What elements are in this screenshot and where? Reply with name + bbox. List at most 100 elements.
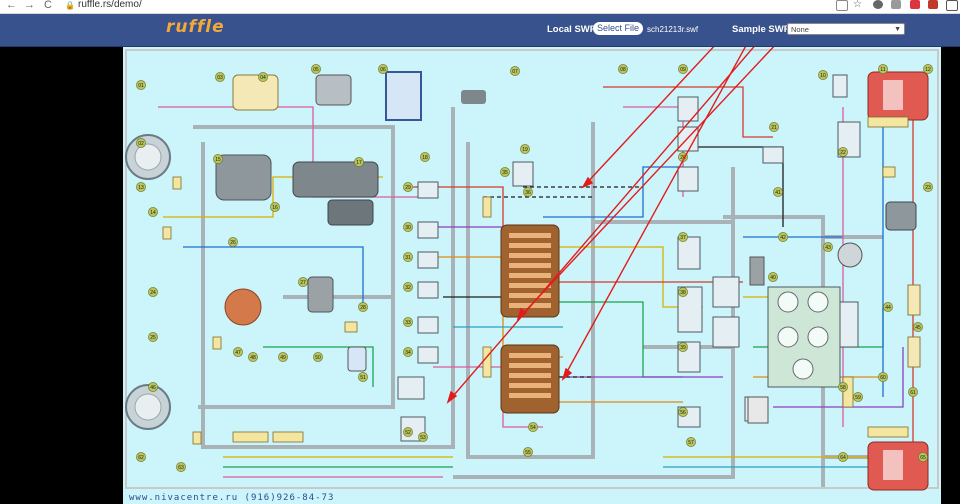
component-number-badge (528, 422, 538, 432)
component-number-badge (418, 432, 428, 442)
component-number: 41 (775, 190, 781, 196)
component-number: 49 (280, 355, 286, 361)
pdf-extension-icon[interactable] (928, 0, 938, 9)
component-number-badge (248, 352, 258, 362)
component-number: 09 (680, 67, 686, 73)
forward-icon[interactable]: → (24, 0, 35, 11)
component-number: 53 (420, 435, 426, 441)
component-number-badge (913, 322, 923, 332)
connectors (162, 116, 909, 445)
component-number: 33 (405, 320, 411, 326)
component-number-badge (918, 452, 928, 462)
component-number-badge (878, 372, 888, 382)
component-number-badge (403, 222, 413, 232)
component-number: 15 (215, 157, 221, 163)
component-number: 59 (855, 395, 861, 401)
component-number: 47 (235, 350, 241, 356)
component-number: 52 (405, 430, 411, 436)
component-number-badge (618, 64, 628, 74)
component-number: 64 (840, 455, 846, 461)
component-number: 43 (825, 245, 831, 251)
ruffle-logo[interactable]: ruffle (166, 17, 225, 37)
annotation-arrows (446, 47, 775, 404)
component-number-badge (358, 302, 368, 312)
settings-extension-icon[interactable] (873, 0, 883, 9)
extensions-menu-icon[interactable] (946, 0, 958, 11)
component-number-badge (215, 72, 225, 82)
component-number-badge (403, 427, 413, 437)
component-number: 26 (230, 240, 236, 246)
component-number: 30 (405, 225, 411, 231)
component-number: 36 (525, 190, 531, 196)
fuse-blocks (500, 224, 560, 414)
component-number: 29 (405, 185, 411, 191)
back-icon[interactable]: ← (6, 0, 17, 11)
select-file-button[interactable]: Select File (593, 22, 643, 35)
chevron-down-icon: ▼ (894, 26, 901, 33)
component-number: 06 (380, 67, 386, 73)
component-number: 62 (138, 455, 144, 461)
component-number-badge (768, 272, 778, 282)
diagram-footer-text: www.nivacentre.ru (916)926-84-73 (129, 493, 335, 503)
component-number: 01 (138, 83, 144, 89)
component-number: 42 (780, 235, 786, 241)
component-number: 50 (315, 355, 321, 361)
component-number-badge (523, 187, 533, 197)
component-number-badge (678, 342, 688, 352)
component-number-badge (923, 64, 933, 74)
component-number: 22 (840, 150, 846, 156)
star-icon[interactable]: ☆ (853, 0, 862, 10)
component-number: 35 (502, 170, 508, 176)
component-number: 03 (217, 75, 223, 81)
component-number: 40 (770, 275, 776, 281)
component-number-badge (883, 302, 893, 312)
component-number: 57 (688, 440, 694, 446)
lock-icon: 🔒 (65, 1, 75, 10)
extension-icon[interactable] (891, 0, 901, 9)
component-number: 51 (360, 375, 366, 381)
component-number-badge (678, 232, 688, 242)
component-number-badge (678, 64, 688, 74)
component-number-badge (420, 152, 430, 162)
share-icon[interactable] (836, 0, 848, 11)
component-number-badge (148, 332, 158, 342)
component-number-badge (403, 282, 413, 292)
headlights (125, 134, 171, 430)
url-field[interactable]: ruffle.rs/demo/ (78, 0, 142, 10)
component-number-badge (148, 287, 158, 297)
component-number-badge (258, 72, 268, 82)
component-number: 45 (915, 325, 921, 331)
component-number: 11 (880, 67, 885, 73)
component-number-badge (278, 352, 288, 362)
component-number: 28 (360, 305, 366, 311)
component-number-badge (838, 147, 848, 157)
reload-icon[interactable]: C (44, 0, 52, 11)
component-number: 08 (620, 67, 626, 73)
component-number-badge (403, 317, 413, 327)
component-number: 48 (250, 355, 256, 361)
component-number: 25 (150, 335, 156, 341)
component-number: 63 (178, 465, 184, 471)
component-number-badge (773, 187, 783, 197)
component-number-badge (176, 462, 186, 472)
component-number: 32 (405, 285, 411, 291)
component-number-badge (769, 122, 779, 132)
component-number-badge (313, 352, 323, 362)
component-number: 24 (150, 290, 156, 296)
component-number: 04 (260, 75, 266, 81)
component-number: 17 (356, 160, 362, 166)
component-number: 13 (138, 185, 144, 191)
wiring-diagram: 0102030405060708091011121314151617181920… (125, 47, 939, 491)
component-number: 44 (885, 305, 891, 311)
component-number-badge (378, 64, 388, 74)
component-number-badge (520, 144, 530, 154)
component-number: 12 (925, 67, 931, 73)
component-number: 60 (880, 375, 886, 381)
component-number-badge (908, 387, 918, 397)
component-number: 58 (840, 385, 846, 391)
sample-swf-select[interactable]: None ▼ (787, 23, 905, 35)
component-number-badge (523, 447, 533, 457)
component-number-badge (818, 70, 828, 80)
adblock-icon[interactable] (910, 0, 920, 9)
